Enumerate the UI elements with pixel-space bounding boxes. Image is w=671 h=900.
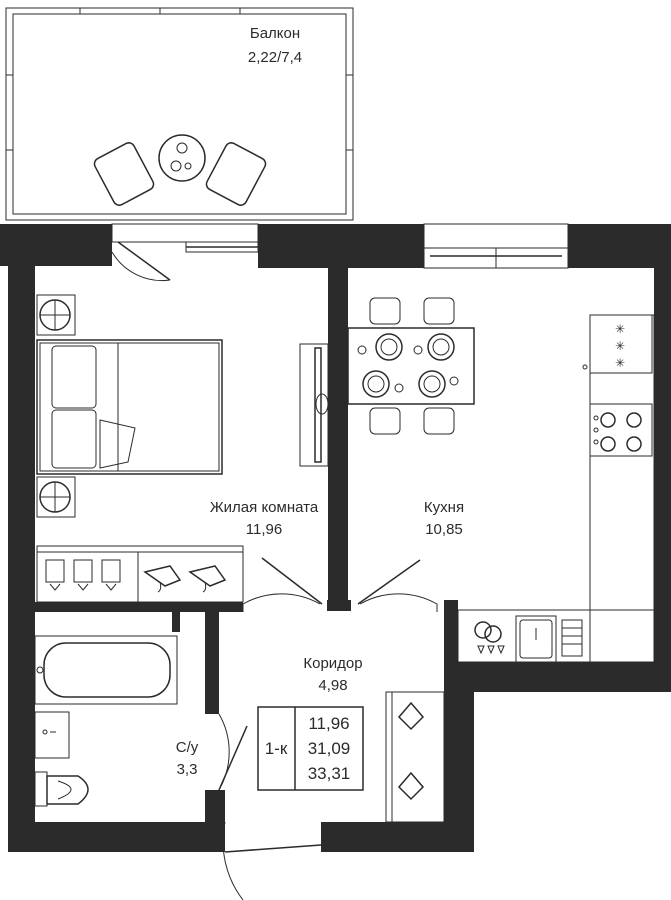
balcony-door	[111, 223, 259, 282]
svg-text:✳: ✳	[615, 322, 625, 336]
nightstand-bottom	[36, 476, 76, 518]
summary-box	[257, 706, 364, 791]
chair-icon	[369, 297, 455, 435]
balcony-chair-right	[205, 142, 267, 206]
coat-rack	[385, 691, 445, 823]
tv-stand	[299, 343, 329, 467]
living-room-area: 11,96	[246, 521, 282, 538]
corridor	[222, 691, 445, 900]
bed	[36, 339, 223, 475]
dining-table	[347, 297, 475, 435]
toilet-icon	[34, 771, 89, 807]
svg-text:✳: ✳	[615, 339, 625, 353]
washbasin-icon	[34, 711, 70, 759]
sink-icon	[515, 615, 583, 663]
dishwasher-icon	[474, 621, 505, 655]
total-area-value: 31,09	[308, 739, 351, 758]
living-room-name: Жилая комната	[210, 499, 319, 516]
kitchen-name: Кухня	[424, 499, 464, 516]
balcony	[5, 7, 354, 221]
bathroom-name: С/у	[176, 739, 199, 756]
wardrobe	[36, 545, 244, 603]
kitchen: ✳ ✳ ✳	[347, 297, 655, 663]
bathroom-area: 3,3	[177, 761, 198, 778]
balcony-table	[158, 134, 206, 182]
balcony-area: 2,22/7,4	[248, 49, 302, 66]
kitchen-area: 10,85	[425, 521, 463, 538]
stove-icon	[589, 403, 653, 457]
bathroom	[34, 635, 248, 807]
kitchen-counter: ✳ ✳ ✳	[457, 314, 655, 663]
living-room	[36, 294, 329, 612]
bathtub-icon	[34, 635, 178, 705]
corridor-name: Коридор	[303, 655, 362, 672]
kitchen-window	[423, 223, 569, 269]
svg-text:✳: ✳	[615, 356, 625, 370]
living-area-value: 11,96	[308, 714, 349, 733]
hanger-icon	[397, 701, 425, 731]
corridor-area: 4,98	[318, 677, 347, 694]
nightstand-top	[36, 294, 76, 336]
folded-clothes	[45, 559, 121, 591]
apartment-type: 1-к	[265, 739, 288, 758]
area-with-balcony-value: 33,31	[308, 764, 351, 783]
balcony-chair-left	[93, 142, 155, 206]
balcony-name: Балкон	[250, 25, 300, 42]
plate-icon	[357, 333, 459, 398]
walls	[0, 224, 671, 852]
hanger-icon	[143, 565, 227, 593]
